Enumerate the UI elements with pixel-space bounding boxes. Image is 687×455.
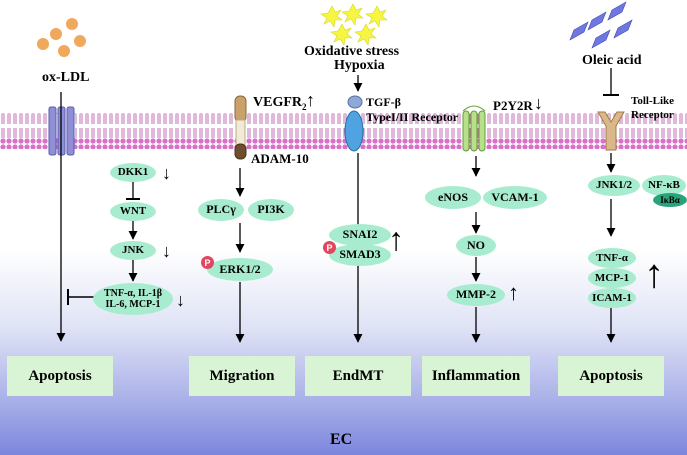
oxidative-stress-label: Oxidative stress xyxy=(304,44,400,59)
jnk12-node: JNK1/2 xyxy=(588,175,640,196)
vegfr2-label: VEGFR2 xyxy=(253,95,307,112)
mcp1-node: MCP-1 xyxy=(588,268,636,288)
p2y2r-receptor xyxy=(462,105,486,152)
toll-like-label: Toll-Like xyxy=(631,95,674,107)
tnfa-node: TNF-α xyxy=(588,248,636,268)
mmp2-up-arrow: ↑ xyxy=(508,280,519,305)
hypoxia-label: Hypoxia xyxy=(334,58,385,73)
cytokines-down-arrow: ↓ xyxy=(176,290,185,310)
jnk-down-arrow: ↓ xyxy=(162,241,171,261)
outcome-apoptosis-right: Apoptosis xyxy=(558,356,664,396)
pi3k-node: PI3K xyxy=(248,199,294,221)
tgf-receptor xyxy=(344,95,364,152)
adam10-label: ADAM-10 xyxy=(251,151,309,166)
vegfr2-up-arrow: ↑ xyxy=(306,90,315,110)
vegfr2-receptor xyxy=(234,95,247,160)
stress-particles xyxy=(320,3,388,46)
oleic-acid-label: Oleic acid xyxy=(582,53,642,68)
cytokines-node: TNF-α, IL-1β IL-6, MCP-1 xyxy=(93,283,173,315)
smad3-node: SMAD3 xyxy=(329,244,391,266)
plcy-node: PLCγ xyxy=(198,199,244,221)
snai2-node: SNAI2 xyxy=(329,224,391,246)
erk-node: ERK1/2 xyxy=(207,258,273,281)
toll-like-receptor xyxy=(597,111,625,151)
dkk1-down-arrow: ↓ xyxy=(162,163,171,183)
outcome-inflammation: Inflammation xyxy=(422,356,530,396)
vcam1-node: VCAM-1 xyxy=(483,186,547,209)
ox-ldl-particles xyxy=(37,18,86,57)
enos-node: eNOS xyxy=(425,186,481,209)
ikba-node: IκBα xyxy=(653,193,687,207)
erk-phospho-badge: P xyxy=(201,256,214,269)
icam1-node: ICAM-1 xyxy=(588,288,636,308)
dkk1-node: DKK1 xyxy=(110,163,156,182)
outcome-endmt: EndMT xyxy=(305,356,411,396)
outcome-migration: Migration xyxy=(189,356,295,396)
smad3-phospho-badge: P xyxy=(323,241,336,254)
jnk-node: JNK xyxy=(110,241,156,260)
wnt-node: WNT xyxy=(110,202,156,221)
outcome-apoptosis-left: Apoptosis xyxy=(7,356,113,396)
ox-ldl-label: ox-LDL xyxy=(42,70,90,85)
p2y2r-down-arrow: ↓ xyxy=(534,93,543,113)
type-receptor-label: TypeI/II Receptor xyxy=(366,110,459,124)
oleic-acid-particles xyxy=(569,1,633,49)
mmp2-node: MMP-2 xyxy=(447,284,505,306)
receptor-label: Receptor xyxy=(631,109,674,121)
tgf-beta-label: TGF-β xyxy=(366,95,401,109)
cell-label: EC xyxy=(330,431,353,448)
p2y2r-label: P2Y2R xyxy=(493,98,533,113)
apoptosis-up-arrow: ↑ xyxy=(644,252,664,296)
no-node: NO xyxy=(456,235,496,256)
endmt-up-arrow: ↑ xyxy=(388,221,404,257)
nfkb-node: NF-κB xyxy=(642,175,686,196)
cell-membrane xyxy=(0,113,687,149)
